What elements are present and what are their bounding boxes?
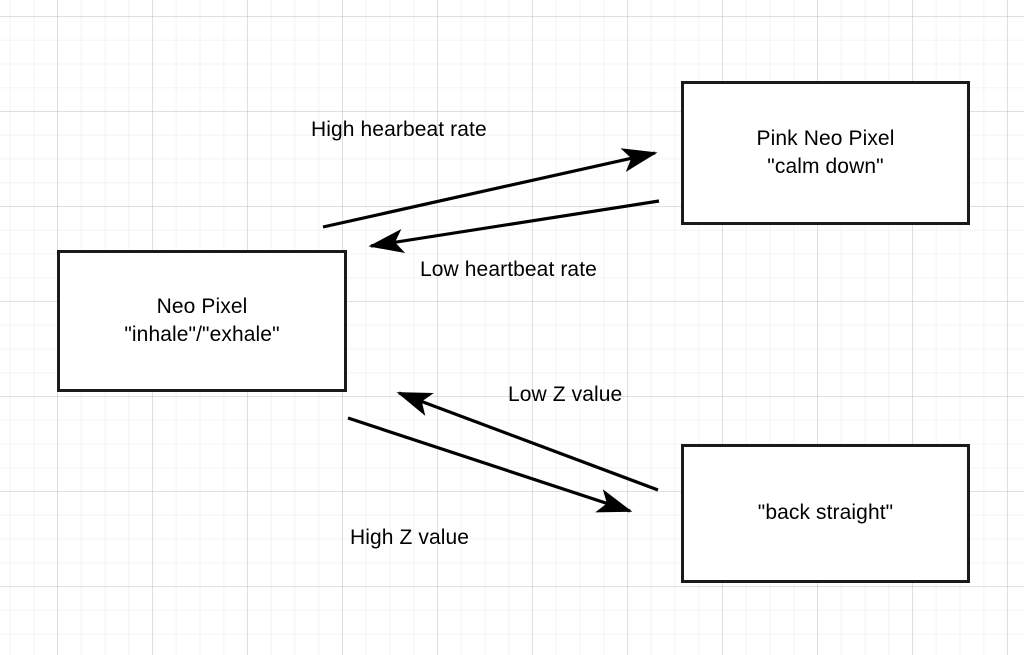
edge-high-z-line bbox=[347, 416, 633, 513]
edge-low-heartbeat-line bbox=[368, 199, 660, 253]
node-pink-neo-pixel[interactable]: Pink Neo Pixel "calm down" bbox=[681, 81, 970, 225]
edge-high-heartbeat-line bbox=[322, 148, 658, 229]
node-neo-pixel-line-1: Neo Pixel bbox=[156, 294, 248, 318]
edge-low-z-line bbox=[396, 391, 659, 492]
node-back-straight-line-1: "back straight" bbox=[757, 501, 894, 525]
node-neo-pixel-line-2: "inhale"/"exhale" bbox=[124, 323, 280, 346]
edge-label-high-z: High Z value bbox=[350, 526, 470, 549]
node-pink-neo-pixel-line-1: Pink Neo Pixel bbox=[756, 126, 895, 150]
edge-label-low-z: Low Z value bbox=[508, 383, 623, 406]
node-back-straight[interactable]: "back straight" bbox=[681, 444, 970, 583]
node-pink-neo-pixel-line-2: "calm down" bbox=[767, 155, 884, 178]
edge-label-low-heartbeat: Low heartbeat rate bbox=[420, 258, 597, 281]
node-neo-pixel[interactable]: Neo Pixel "inhale"/"exhale" bbox=[57, 250, 347, 392]
edge-label-high-heartbeat: High hearbeat rate bbox=[311, 118, 487, 141]
